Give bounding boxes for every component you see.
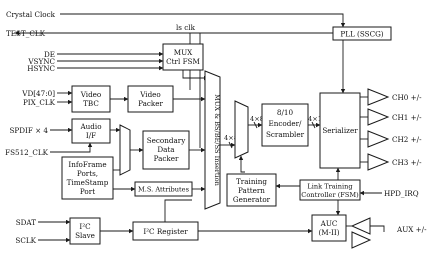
training-select-mux — [234, 100, 249, 159]
training-pattern-generator-block — [226, 173, 277, 207]
ms-attributes-block — [134, 181, 193, 197]
link-training-controller-block — [299, 179, 361, 201]
ch2-driver-icon — [367, 130, 390, 148]
wire-fs512 — [50, 142, 93, 153]
fs512-clk-label: FS512_CLK — [5, 148, 48, 157]
spdif-label: SPDIF × 4 — [9, 126, 48, 135]
mux-ctrl-fsm-block — [162, 43, 204, 71]
vd-label: VD[47:0] — [21, 89, 55, 98]
link-training-label-2: Controller (FSM) — [301, 191, 359, 199]
bus-4x8-label-b: 4×8 — [250, 115, 264, 123]
wire-ctrl-mux — [182, 70, 209, 81]
link-training-label-1: Link Training — [307, 183, 353, 191]
infoframe-label-2: Ports, — [77, 169, 98, 178]
video-tbc-label-2: TBC — [83, 99, 99, 108]
training-label-2: Pattern — [238, 186, 265, 195]
pll-label: PLL (SSCG) — [340, 30, 383, 39]
mux-bs-label: MUX & BS/BE/SS Insertion — [213, 94, 221, 187]
ms-attributes-label: M.S. Attributes — [138, 186, 190, 194]
encoder-label-3: Scrambler — [266, 130, 305, 139]
mux-ctrl-label-1: MUX — [174, 48, 193, 57]
video-tbc-label-1: Video — [80, 90, 102, 99]
audio-mini-mux — [119, 124, 131, 176]
de-label: DE — [44, 50, 55, 59]
i2c-register-label: I²C Register — [143, 227, 188, 236]
pix-clk-label: PIX_CLK — [23, 98, 56, 107]
video-packer-label-1: Video — [139, 90, 161, 99]
hpd-irq-label: HPD_IRQ — [384, 189, 419, 198]
ch1-label: CH1 +/- — [392, 113, 422, 122]
infoframe-label-1: InfoFrame — [68, 160, 106, 169]
audio-if-block — [71, 118, 111, 144]
i2c-slave-label-1: I²C — [79, 222, 91, 231]
pll-block — [332, 26, 392, 41]
aux-tx-buffer-icon — [351, 231, 372, 249]
encoder-label-1: 8/10 — [277, 108, 294, 117]
crystal-clock-label: Crystal Clock — [6, 10, 56, 19]
wire-register-up — [164, 199, 192, 222]
infoframe-label-3: TimeStamp — [67, 178, 109, 187]
video-packer-label-2: Packer — [138, 99, 163, 108]
sdat-label: SDAT — [16, 218, 36, 227]
mux-bs-insertion-block — [204, 70, 221, 210]
ch3-driver-icon — [367, 153, 390, 171]
mux-ctrl-label-2: Ctrl FSM — [166, 57, 200, 66]
serializer-label: Serializer — [322, 126, 358, 135]
video-tbc-block — [71, 85, 111, 113]
ch2-label: CH2 +/- — [392, 135, 422, 144]
bus-slash-c — [311, 121, 316, 129]
bus-4x8-label-a: 4×8 — [224, 134, 238, 142]
ch0-label: CH0 +/- — [392, 93, 422, 102]
secondary-label-3: Packer — [154, 154, 179, 163]
wire-training-mux — [238, 155, 245, 173]
audio-if-label-1: Audio — [79, 122, 101, 131]
ch3-label: CH3 +/- — [392, 158, 422, 167]
secondary-label-1: Secondary — [147, 136, 186, 145]
test-clk-label: TEST_CLK — [6, 29, 46, 38]
infoframe-ports-block — [61, 156, 114, 200]
bus-slash-b — [253, 121, 258, 129]
ch1-driver-icon — [367, 108, 390, 126]
audio-if-label-2: I/F — [86, 131, 96, 140]
aux-label-1: AUC — [320, 219, 338, 228]
bus-slash-a — [228, 141, 233, 149]
sclk-label: SCLK — [15, 236, 36, 245]
serializer-block — [319, 92, 361, 169]
i2c-register-block — [132, 221, 199, 241]
encoder-block — [261, 103, 309, 147]
aux-block — [311, 214, 347, 242]
aux-label-2: (M-II) — [318, 228, 339, 237]
bus-4x10-label: 4×10 — [308, 115, 326, 123]
training-label-1: Training — [236, 177, 267, 186]
secondary-data-packer-block — [142, 130, 190, 170]
aux-pin-label: AUX +/- — [396, 225, 427, 234]
hsync-label: HSYNC — [27, 64, 55, 73]
ls-clk-label: ls clk — [176, 23, 196, 32]
ch0-driver-icon — [367, 88, 390, 106]
wire-crystal-pll — [60, 13, 346, 28]
wire-aux-pin — [370, 225, 385, 232]
i2c-slave-block — [69, 217, 101, 245]
encoder-label-2: Encoder/ — [269, 119, 303, 128]
i2c-slave-label-2: Slave — [75, 231, 95, 240]
infoframe-label-4: Port — [80, 187, 95, 196]
aux-rx-buffer-icon — [350, 217, 371, 235]
secondary-label-2: Data — [157, 145, 175, 154]
vsync-label: VSYNC — [27, 57, 55, 66]
training-label-3: Generator — [233, 195, 271, 204]
video-packer-block — [127, 85, 174, 113]
